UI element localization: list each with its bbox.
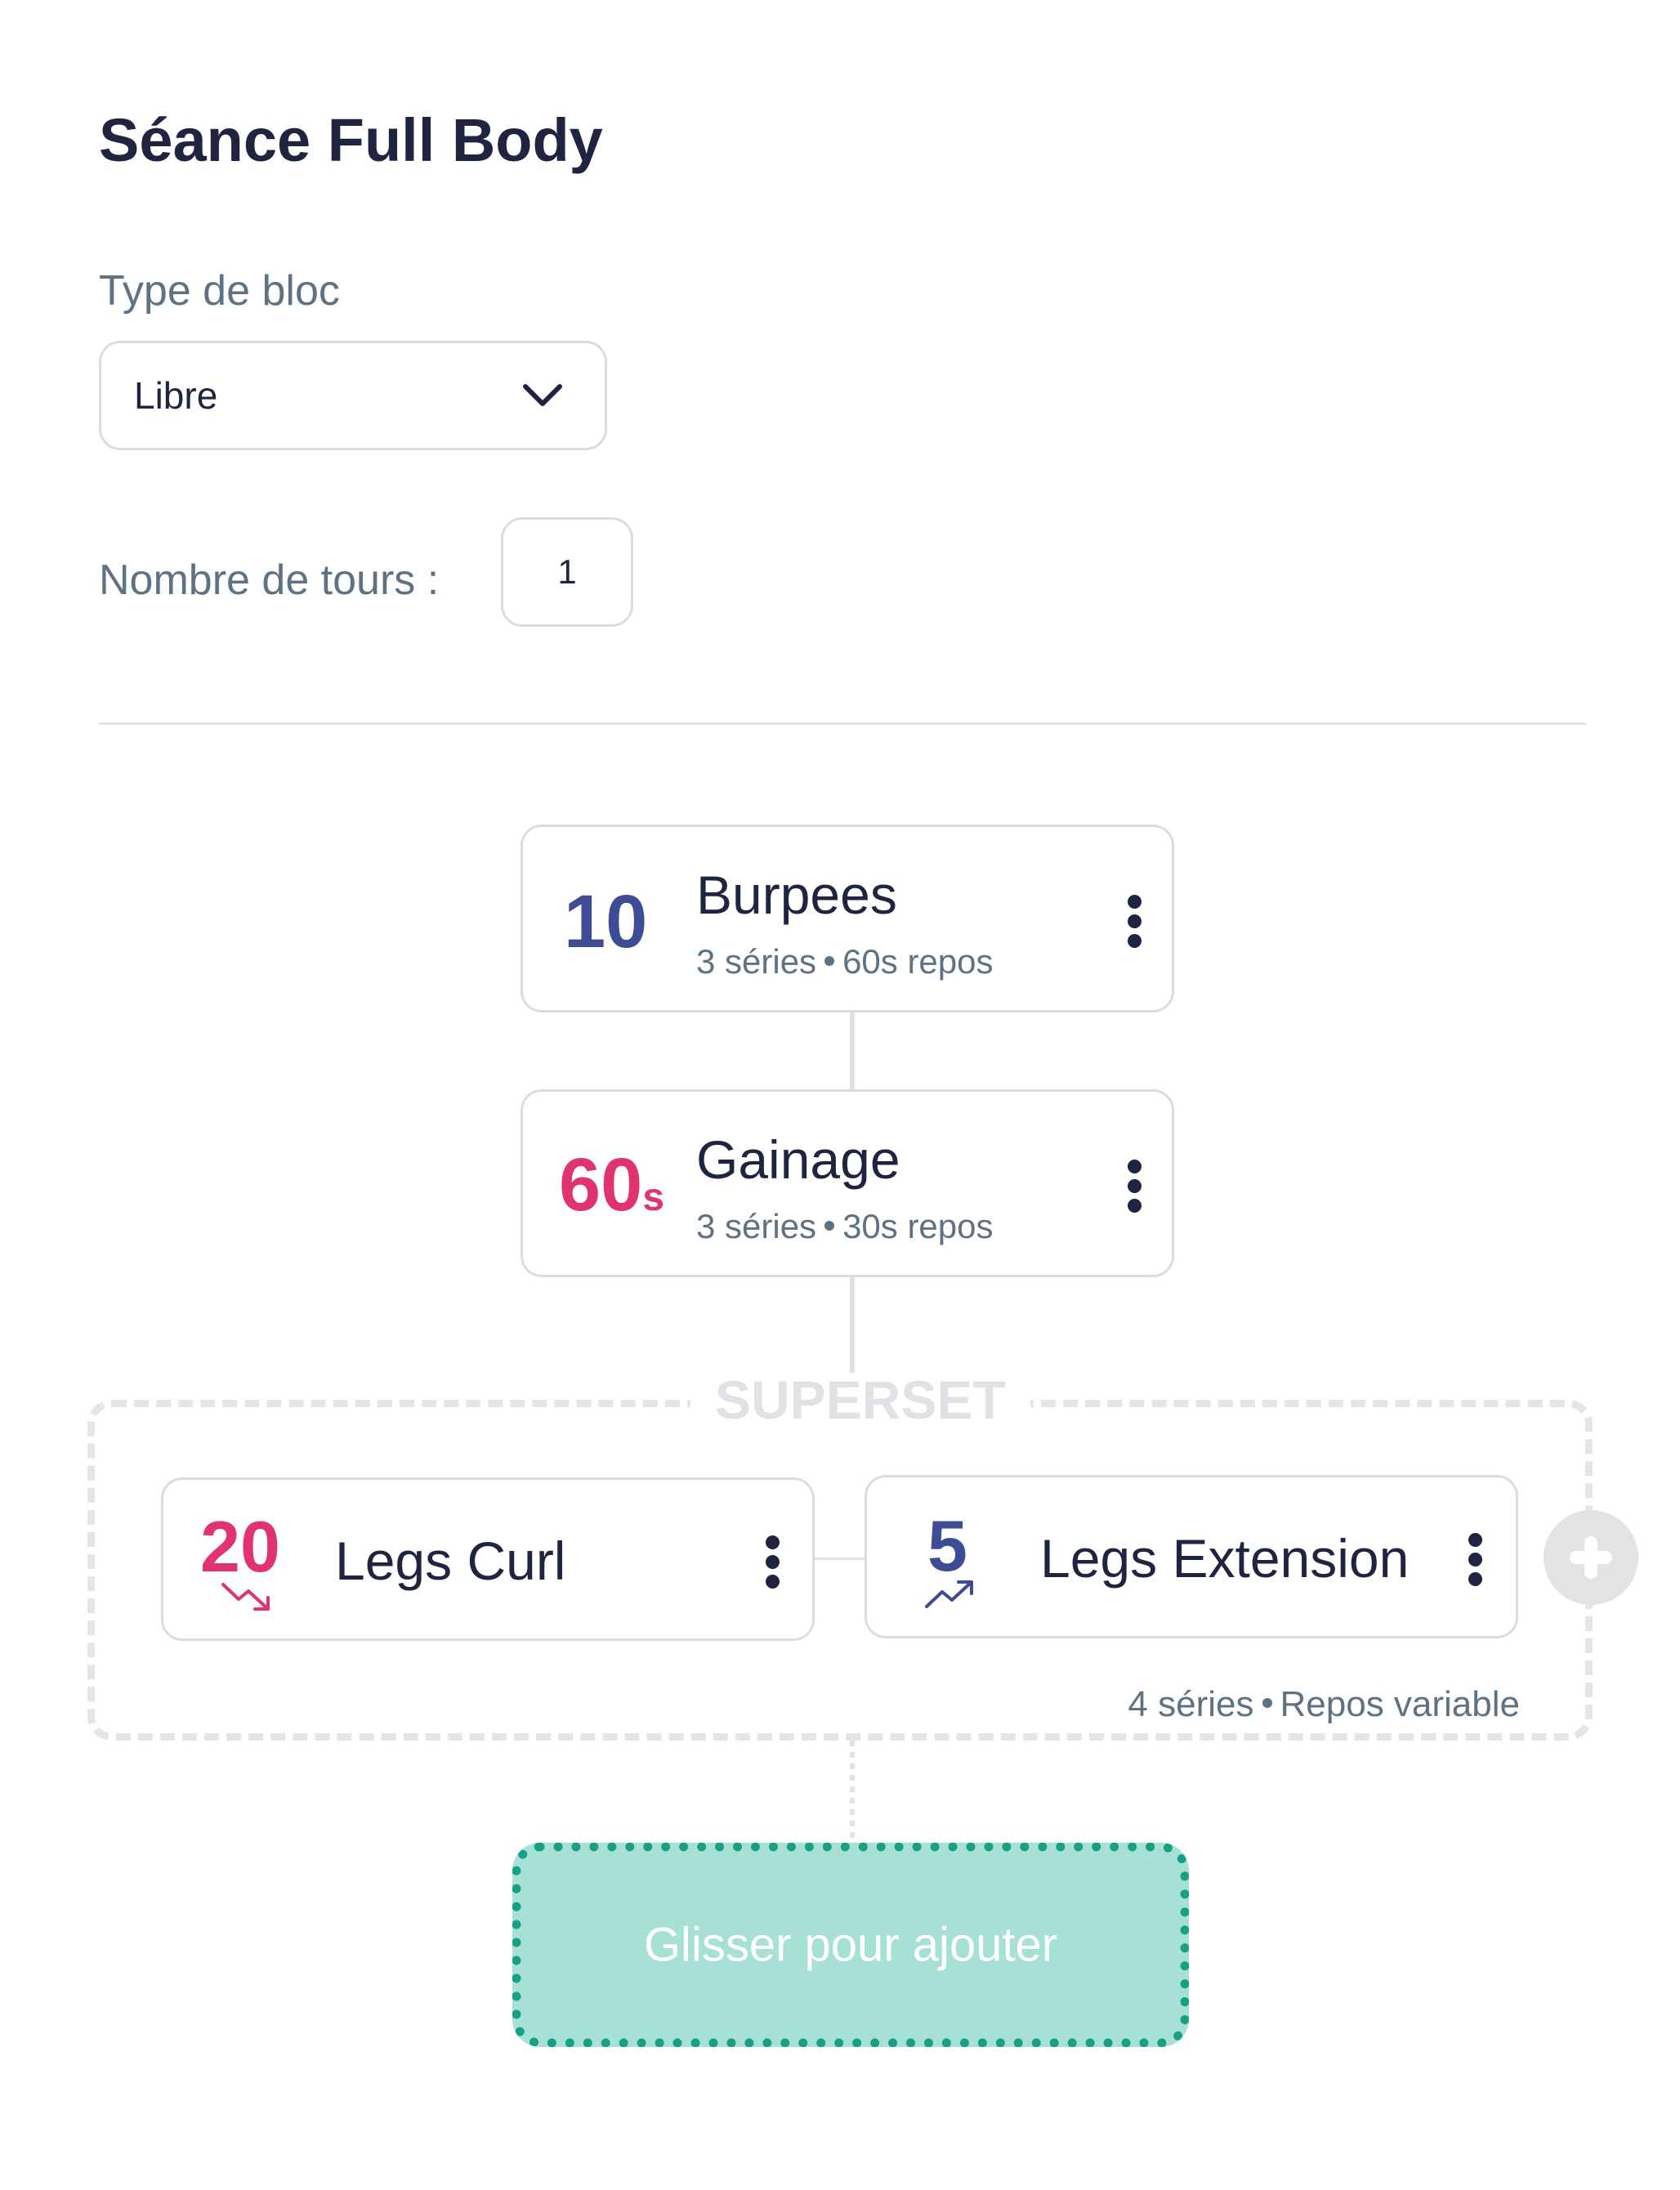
exercise-rest: 60s repos xyxy=(842,942,994,981)
superset-rest: Repos variable xyxy=(1280,1684,1521,1724)
block-type-value: Libre xyxy=(134,374,218,417)
connector-line xyxy=(850,1012,855,1091)
add-superset-exercise-button[interactable] xyxy=(1544,1510,1638,1605)
exercise-unit: s xyxy=(642,1176,665,1219)
exercise-rest: 30s repos xyxy=(842,1207,994,1245)
chevron-down-icon xyxy=(523,384,562,406)
drop-zone-label: Glisser pour ajouter xyxy=(643,1918,1058,1972)
superset-card-legs-curl[interactable]: 20 Legs Curl xyxy=(161,1477,815,1641)
kebab-menu-icon[interactable] xyxy=(1118,1153,1151,1218)
kebab-menu-icon[interactable] xyxy=(1459,1526,1491,1592)
exercise-count: 60s xyxy=(559,1143,665,1227)
trend-up-icon xyxy=(925,1580,973,1608)
rounds-input[interactable] xyxy=(501,517,633,627)
exercise-details: 3 séries 60s repos xyxy=(696,945,994,979)
exercise-card-burpees[interactable]: 10 Burpees 3 séries 60s repos xyxy=(521,825,1174,1012)
kebab-menu-icon[interactable] xyxy=(756,1529,789,1594)
superset-label: SUPERSET xyxy=(690,1373,1030,1427)
block-type-select[interactable]: Libre xyxy=(99,341,607,450)
block-type-label: Type de bloc xyxy=(99,267,340,315)
separator-dot xyxy=(824,955,835,966)
separator-dot xyxy=(824,1220,835,1231)
dotted-connector xyxy=(850,1741,855,1847)
exercise-card-gainage[interactable]: 60s Gainage 3 séries 30s repos xyxy=(521,1089,1174,1277)
exercise-count: 20 xyxy=(200,1506,280,1587)
exercise-sets: 3 séries xyxy=(696,1207,817,1245)
superset-connector xyxy=(813,1558,865,1560)
separator-dot xyxy=(1262,1698,1272,1709)
superset-card-legs-extension[interactable]: 5 Legs Extension xyxy=(865,1475,1518,1638)
plus-circle-icon xyxy=(1570,1536,1612,1579)
divider xyxy=(99,722,1586,725)
exercise-count: 5 xyxy=(927,1505,967,1586)
exercise-name: Burpees xyxy=(696,865,897,925)
superset-sets: 4 séries xyxy=(1128,1684,1254,1724)
exercise-name: Legs Extension xyxy=(1040,1528,1410,1589)
superset-details: 4 séries Repos variable xyxy=(1079,1687,1520,1723)
exercise-count: 10 xyxy=(564,880,648,963)
page-title: Séance Full Body xyxy=(99,106,603,174)
rounds-label: Nombre de tours : xyxy=(99,556,440,604)
exercise-name: Gainage xyxy=(696,1129,900,1190)
connector-line xyxy=(850,1277,855,1400)
exercise-details: 3 séries 30s repos xyxy=(696,1209,994,1244)
exercise-sets: 3 séries xyxy=(696,942,817,981)
exercise-name: Legs Curl xyxy=(335,1531,566,1591)
drop-zone[interactable]: Glisser pour ajouter xyxy=(512,1843,1189,2047)
trend-down-icon xyxy=(221,1583,270,1611)
kebab-menu-icon[interactable] xyxy=(1118,888,1151,954)
